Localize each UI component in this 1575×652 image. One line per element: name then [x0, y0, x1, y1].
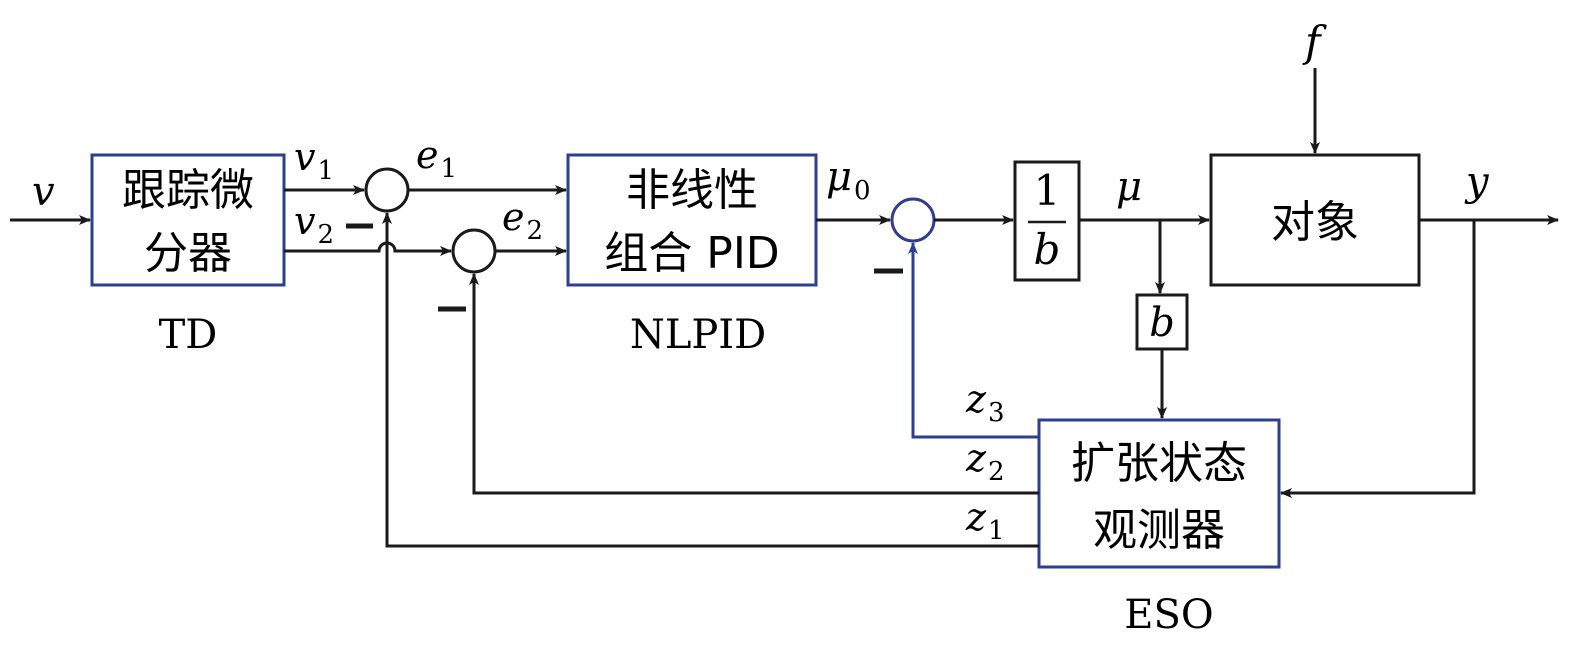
label-v1: v1 [294, 135, 334, 186]
inverse-gain-numerator: 1 [1034, 166, 1061, 215]
inverse-gain-denominator: b [1034, 225, 1061, 274]
nlpid-block-label-line2: 组合 PID [604, 228, 779, 279]
td-block: 跟踪微 分器 [90, 153, 286, 287]
td-caption: TD [159, 312, 218, 358]
label-e1: e1 [416, 133, 457, 184]
label-z1: z1 [965, 495, 1005, 546]
td-block-label-line1: 跟踪微 [122, 165, 254, 216]
label-v2: v2 [294, 199, 334, 250]
label-v: v [32, 169, 55, 215]
plant-label: 对象 [1271, 197, 1359, 248]
summing-junction-1 [364, 167, 410, 213]
gain-b-label: b [1149, 300, 1175, 346]
eso-block: 扩张状态 观测器 [1037, 418, 1281, 569]
summing-junction-3 [890, 197, 936, 243]
nlpid-caption: NLPID [630, 312, 766, 358]
inverse-gain-block: 1 b [1013, 160, 1081, 282]
signal-v2-line [284, 241, 452, 256]
eso-label-line2: 观测器 [1093, 505, 1225, 556]
label-z3: z3 [965, 377, 1005, 428]
gain-b-block: b [1135, 293, 1189, 351]
signal-z2-feedback-line [469, 273, 1039, 495]
signal-z1-feedback-line [382, 212, 1039, 548]
signal-y-feedback-line [1280, 220, 1476, 498]
label-mu0: μ0 [826, 154, 871, 206]
nlpid-block-label-line1: 非线性 [626, 165, 758, 216]
eso-label-line1: 扩张状态 [1071, 438, 1247, 489]
label-e2: e2 [502, 195, 543, 246]
eso-caption: ESO [1124, 592, 1213, 638]
label-mu: μ [1116, 164, 1142, 210]
label-y: y [1464, 159, 1490, 205]
label-f: f [1302, 17, 1327, 66]
plant-block: 对象 [1209, 153, 1421, 287]
signal-z3-feedback-line [908, 242, 1039, 439]
summing-junction-2 [451, 228, 497, 274]
nlpid-block: 非线性 组合 PID [566, 153, 818, 287]
label-z2: z2 [965, 436, 1005, 487]
td-block-label-line2: 分器 [144, 228, 232, 279]
